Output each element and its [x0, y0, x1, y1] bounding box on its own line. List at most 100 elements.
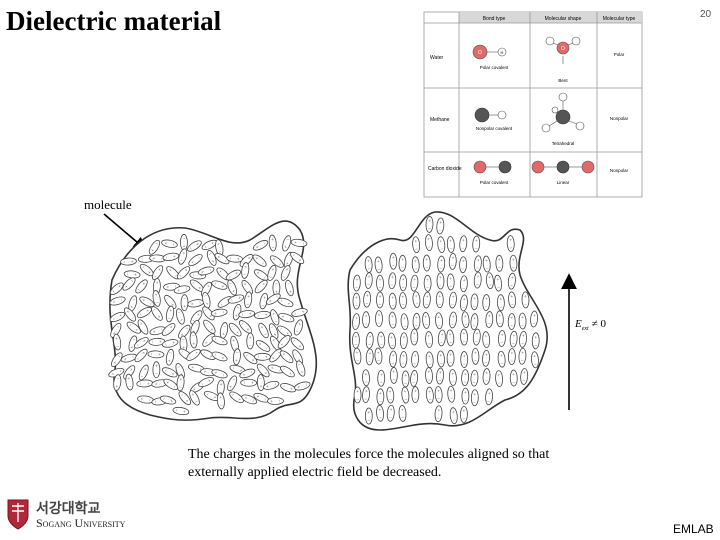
svg-text:−: −	[402, 286, 405, 291]
dipole: +−	[507, 313, 516, 330]
svg-text:+: +	[392, 354, 395, 359]
dipole: +−	[229, 391, 244, 404]
svg-text:−: −	[449, 341, 452, 346]
svg-text:−: −	[292, 349, 297, 355]
svg-text:+: +	[440, 333, 443, 338]
dipole: +−	[278, 313, 294, 323]
svg-text:+: +	[451, 256, 454, 261]
dipole: +−	[109, 296, 126, 306]
dipole: +−	[507, 348, 516, 366]
dipole: +−	[270, 309, 280, 326]
svg-text:−: −	[512, 381, 515, 386]
svg-text:+: +	[354, 335, 357, 340]
svg-text:+: +	[378, 408, 381, 413]
svg-text:+: +	[164, 241, 169, 245]
svg-text:+: +	[207, 312, 212, 318]
dipole: +−	[202, 333, 215, 347]
svg-text:+: +	[524, 295, 527, 300]
svg-text:−: −	[173, 385, 179, 390]
svg-text:+: +	[484, 335, 487, 340]
svg-text:+: +	[414, 240, 417, 245]
svg-text:−: −	[368, 343, 371, 348]
svg-text:−: −	[119, 368, 125, 373]
svg-text:+: +	[262, 296, 266, 302]
svg-text:−: −	[522, 379, 525, 384]
dipole: +−	[459, 275, 468, 293]
svg-text:−: −	[425, 323, 428, 328]
dipole: +−	[521, 291, 530, 309]
svg-text:−: −	[354, 343, 357, 348]
svg-text:+: +	[296, 257, 302, 262]
svg-text:−: −	[486, 267, 489, 272]
dipole: +−	[148, 240, 161, 255]
svg-text:−: −	[177, 274, 183, 280]
svg-text:−: −	[497, 286, 500, 291]
svg-text:−: −	[222, 373, 228, 377]
svg-text:+: +	[463, 298, 466, 303]
dipole: +−	[472, 328, 481, 346]
svg-text:+: +	[126, 310, 131, 316]
svg-text:+: +	[294, 241, 299, 245]
svg-text:−: −	[178, 349, 184, 354]
svg-text:+: +	[401, 295, 404, 300]
svg-text:+: +	[128, 260, 133, 263]
svg-text:−: −	[195, 320, 200, 326]
dipole: +−	[435, 312, 443, 330]
svg-text:+: +	[449, 277, 452, 282]
svg-text:−: −	[155, 373, 158, 378]
svg-text:+: +	[209, 241, 215, 246]
dipole: +−	[229, 323, 242, 337]
svg-text:−: −	[402, 362, 405, 367]
dipole: +−	[389, 367, 398, 384]
svg-text:+: +	[379, 295, 382, 300]
svg-text:−: −	[429, 363, 432, 368]
dipole: +−	[509, 330, 518, 348]
svg-text:+: +	[521, 316, 524, 321]
dipole: +−	[291, 308, 308, 317]
svg-text:+: +	[356, 351, 359, 356]
svg-text:−: −	[224, 259, 230, 264]
svg-text:−: −	[462, 417, 465, 422]
svg-text:+: +	[522, 334, 525, 339]
svg-text:−: −	[302, 242, 307, 246]
dipole: +−	[186, 348, 201, 361]
dipole: +−	[113, 333, 122, 351]
dipole: +−	[531, 332, 540, 350]
svg-text:−: −	[402, 344, 405, 349]
svg-text:+: +	[146, 269, 152, 274]
svg-text:−: −	[120, 297, 126, 301]
svg-text:−: −	[285, 335, 291, 341]
dipole: +−	[425, 331, 434, 348]
dipole: +−	[190, 310, 203, 325]
svg-text:−: −	[426, 286, 429, 291]
svg-text:−: −	[498, 266, 501, 271]
svg-text:−: −	[249, 344, 252, 349]
svg-text:−: −	[152, 274, 157, 280]
dipole: +−	[460, 328, 468, 346]
dipole: +−	[518, 347, 527, 365]
dipole: +−	[485, 388, 494, 406]
svg-text:+: +	[205, 379, 211, 384]
svg-text:+: +	[169, 301, 174, 307]
dipole: +−	[412, 291, 421, 308]
svg-text:−: −	[365, 323, 368, 328]
dipole: +−	[252, 240, 268, 251]
svg-text:+: +	[427, 370, 430, 375]
dipole: +−	[212, 335, 228, 346]
svg-text:+: +	[217, 255, 223, 260]
svg-text:+: +	[113, 359, 118, 365]
svg-text:−: −	[179, 259, 183, 265]
svg-text:+: +	[260, 325, 265, 331]
dipole: +−	[364, 407, 373, 425]
dipole: +−	[386, 404, 395, 422]
svg-text:+: +	[380, 335, 383, 340]
dipole: +−	[188, 254, 203, 267]
svg-text:+: +	[116, 284, 122, 290]
svg-text:+: +	[115, 337, 119, 342]
svg-text:−: −	[415, 324, 418, 329]
dipole: +−	[352, 292, 361, 310]
svg-text:+: +	[271, 366, 277, 370]
svg-text:+: +	[281, 315, 287, 319]
